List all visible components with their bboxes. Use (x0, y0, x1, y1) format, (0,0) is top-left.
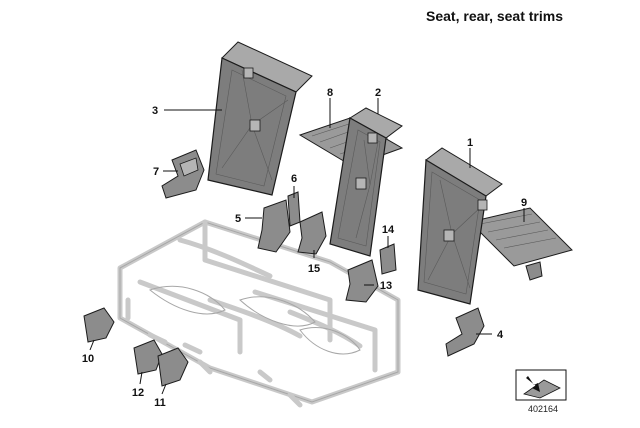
callout-1: 1 (467, 137, 473, 149)
headrest-guide (243, 67, 254, 79)
callout-9: 9 (521, 197, 527, 209)
callout-10: 10 (82, 353, 94, 365)
callout-5: 5 (235, 213, 241, 225)
part-4-trim (445, 307, 485, 357)
callout-14: 14 (382, 224, 395, 236)
leader-10 (89, 339, 95, 351)
callout-2: 2 (375, 87, 381, 99)
part-3-left-backrest (207, 41, 313, 196)
leader-lines (89, 98, 525, 395)
diagram-symbol (515, 369, 567, 401)
part-1-right-backrest (417, 147, 503, 305)
callout-6: 6 (291, 173, 297, 185)
callout-8: 8 (327, 87, 333, 99)
part-14-trim (379, 243, 397, 275)
callout-labels: 1 2 3 4 5 6 7 8 9 10 11 12 13 14 15 (82, 87, 527, 409)
callout-12: 12 (132, 387, 144, 399)
part-9-cover-panel (469, 207, 573, 281)
leader-12 (139, 371, 143, 385)
latch-bracket (443, 229, 455, 242)
callout-4: 4 (497, 329, 504, 341)
leader-11 (161, 383, 167, 395)
latch-bracket (249, 119, 261, 132)
seat-frame (117, 219, 401, 408)
callout-11: 11 (154, 397, 166, 409)
headrest-guide (477, 199, 488, 211)
latch-bracket (355, 177, 367, 190)
diagram-title: Seat, rear, seat trims (426, 8, 563, 24)
arrow-icon (526, 376, 540, 392)
callout-13: 13 (380, 280, 392, 292)
part-11-trim (157, 347, 189, 387)
part-5-trim (257, 199, 291, 253)
part-15-trim (297, 211, 327, 255)
part-2-center-backrest (329, 107, 403, 257)
callout-7: 7 (153, 166, 159, 178)
part-13-trim (345, 259, 379, 303)
headrest-guide (367, 132, 378, 144)
diagram-id: 402164 (528, 404, 559, 414)
callout-3: 3 (152, 105, 158, 117)
part-10-trim (83, 307, 115, 343)
callout-15: 15 (308, 263, 320, 275)
part-7-trim (161, 149, 205, 199)
